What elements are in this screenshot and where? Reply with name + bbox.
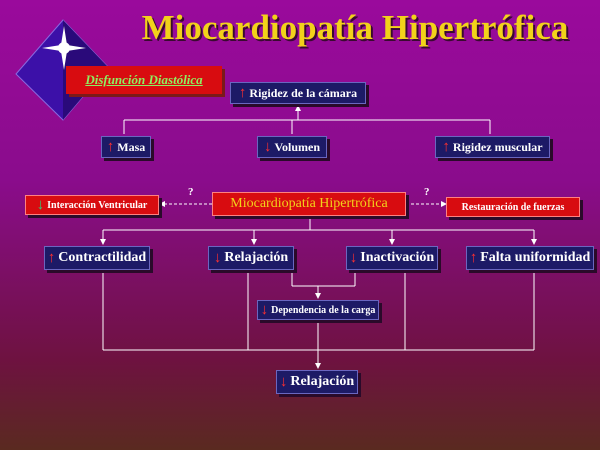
up-arrow-icon: ↑ xyxy=(238,84,247,101)
box-label: Masa xyxy=(117,139,146,154)
box-label: Dependencia de la carga xyxy=(271,304,376,316)
down-arrow-icon: ↓ xyxy=(279,373,288,390)
box-rigidez-muscular: ↑ Rigidez muscular xyxy=(435,136,550,158)
box-inactivacion: ↓ Inactivación xyxy=(346,246,438,270)
box-label: Falta uniformidad xyxy=(480,250,591,265)
up-arrow-icon: ↑ xyxy=(469,249,478,266)
box-rigidez-camara: ↑ Rigidez de la cámara xyxy=(230,82,366,104)
box-masa: ↑ Masa xyxy=(101,136,151,158)
box-dependencia-carga: ↓ Dependencia de la carga xyxy=(257,300,379,320)
box-label: Contractilidad xyxy=(58,250,147,265)
box-label: Rigidez de la cámara xyxy=(249,85,358,100)
box-label: Restauración de fuerzas xyxy=(461,201,565,213)
question-mark-left: ? xyxy=(188,186,194,198)
up-arrow-icon: ↑ xyxy=(47,249,56,266)
disfuncion-diastolica-badge: Disfunción Diastólica xyxy=(66,66,222,94)
box-relajacion: ↓ Relajación xyxy=(208,246,294,270)
box-contractilidad: ↑ Contractilidad xyxy=(44,246,150,270)
down-arrow-icon: ↓ xyxy=(213,249,222,266)
box-volumen: ↓ Volumen xyxy=(257,136,327,158)
box-label: Interacción Ventricular xyxy=(47,199,148,211)
box-label: Miocardiopatía Hipertrófica xyxy=(230,196,388,211)
slide-title: Miocardiopatía Hipertrófica xyxy=(141,8,569,47)
box-restauracion-fuerzas: Restauración de fuerzas xyxy=(446,197,580,217)
down-arrow-icon: ↓ xyxy=(349,249,358,266)
down-arrow-icon: ↓ xyxy=(36,196,45,213)
box-falta-uniformidad: ↑ Falta uniformidad xyxy=(466,246,594,270)
box-label: Relajación xyxy=(224,250,289,265)
box-label: Volumen xyxy=(274,139,321,154)
up-arrow-icon: ↑ xyxy=(442,138,450,155)
sparkle-icon xyxy=(42,26,86,70)
box-label: Relajación xyxy=(290,374,355,389)
box-relajacion-final: ↓ Relajación xyxy=(276,370,358,394)
box-label: Rigidez muscular xyxy=(452,139,543,154)
down-arrow-icon: ↓ xyxy=(263,138,272,155)
down-arrow-icon: ↓ xyxy=(260,301,269,318)
up-arrow-icon: ↑ xyxy=(106,138,115,155)
box-label: Inactivación xyxy=(360,250,435,265)
box-central-miocardiopatia: Miocardiopatía Hipertrófica xyxy=(212,192,406,216)
box-interaccion-ventricular: ↓ Interacción Ventricular xyxy=(25,195,159,215)
question-mark-right: ? xyxy=(424,186,430,198)
